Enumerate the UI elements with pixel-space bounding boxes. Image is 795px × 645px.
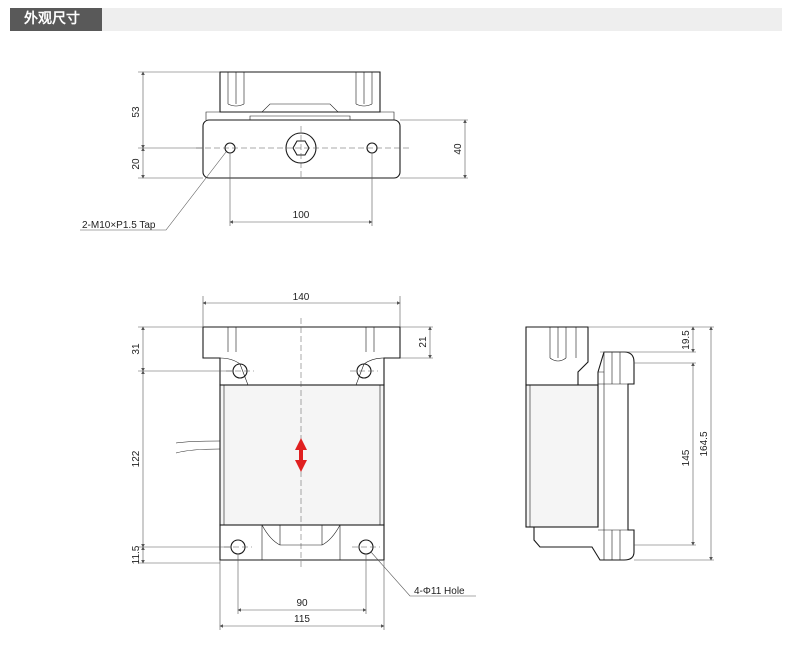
dim-front-31: 31: [131, 343, 142, 355]
cable: [175, 440, 221, 454]
front-view-bottom-block: [219, 524, 385, 561]
front-view-top-cap: [202, 326, 401, 386]
dim-side-145: 145: [681, 449, 692, 466]
side-view-body: [525, 384, 599, 528]
dim-top-53: 53: [131, 106, 142, 118]
dim-front-122: 122: [131, 450, 142, 467]
dim-front-90: 90: [296, 598, 308, 609]
dim-front-21: 21: [418, 336, 429, 348]
load-direction-arrow: [295, 438, 307, 472]
dim-top-100: 100: [293, 210, 310, 221]
callout-hole: 4-Φ11 Hole: [414, 586, 465, 597]
top-view-flange-plate: [202, 119, 401, 179]
dim-front-115: 115: [294, 614, 310, 625]
dim-front-140: 140: [293, 292, 310, 303]
side-view: 19.5 145 164.5: [525, 326, 714, 561]
dim-side-164-5: 164.5: [699, 431, 710, 456]
dim-side-19-5: 19.5: [681, 330, 692, 350]
side-view-top-cap: [525, 326, 589, 386]
front-view: 140 31 21 122 11.5 90 115 4-Φ11 Hole: [131, 292, 476, 630]
dim-top-20: 20: [131, 158, 142, 170]
top-view: 53 20 40 100 2-M10×P1.5 Tap: [80, 71, 468, 231]
dim-top-40: 40: [453, 143, 464, 155]
section-title: 外观尺寸: [10, 8, 102, 31]
section-header-bar: [10, 8, 782, 31]
dim-front-11-5: 11.5: [131, 545, 142, 564]
callout-tap: 2-M10×P1.5 Tap: [82, 220, 156, 231]
side-view-flange: [533, 351, 635, 561]
